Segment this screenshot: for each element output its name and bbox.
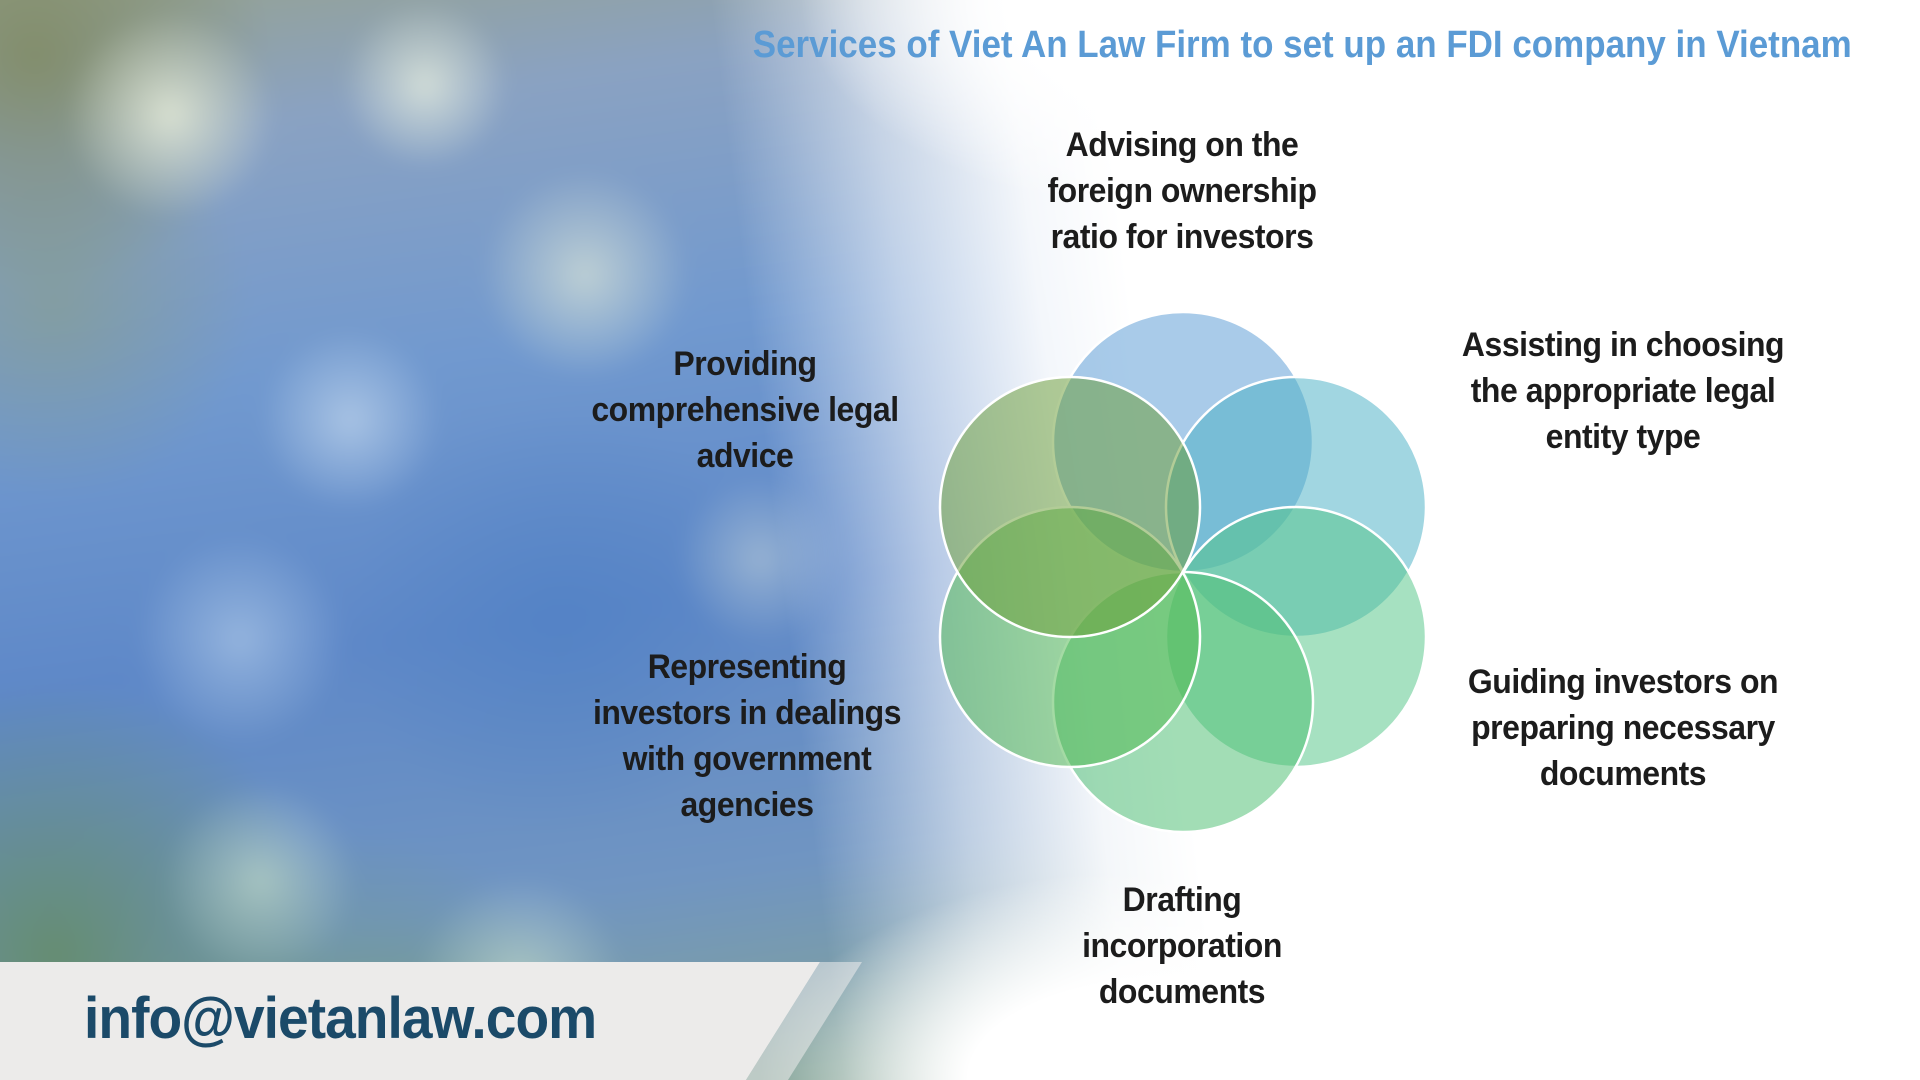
- venn-circle-providing: [938, 375, 1202, 639]
- label-drafting-incorporation: Drafting incorporation documents: [1082, 881, 1282, 1011]
- label-advising-ownership-ratio: Advising on the foreign ownership ratio …: [1047, 126, 1317, 256]
- page-title-text: Services of Viet An Law Firm to set up a…: [752, 24, 1852, 66]
- label-assisting-entity-type: Assisting in choosing the appropriate le…: [1461, 326, 1785, 456]
- footer-email: info@vietanlaw.com: [84, 986, 597, 1051]
- footer-banner-shape: [0, 962, 820, 1080]
- label-guiding-documents: Guiding investors on preparing necessary…: [1467, 663, 1779, 793]
- page-title: Services of Viet An Law Firm to set up a…: [682, 24, 1920, 67]
- label-representing-agencies: Representing investors in dealings with …: [592, 648, 902, 824]
- label-providing-legal-advice: Providing comprehensive legal advice: [591, 345, 899, 475]
- footer-banner: info@vietanlaw.com: [0, 962, 900, 1080]
